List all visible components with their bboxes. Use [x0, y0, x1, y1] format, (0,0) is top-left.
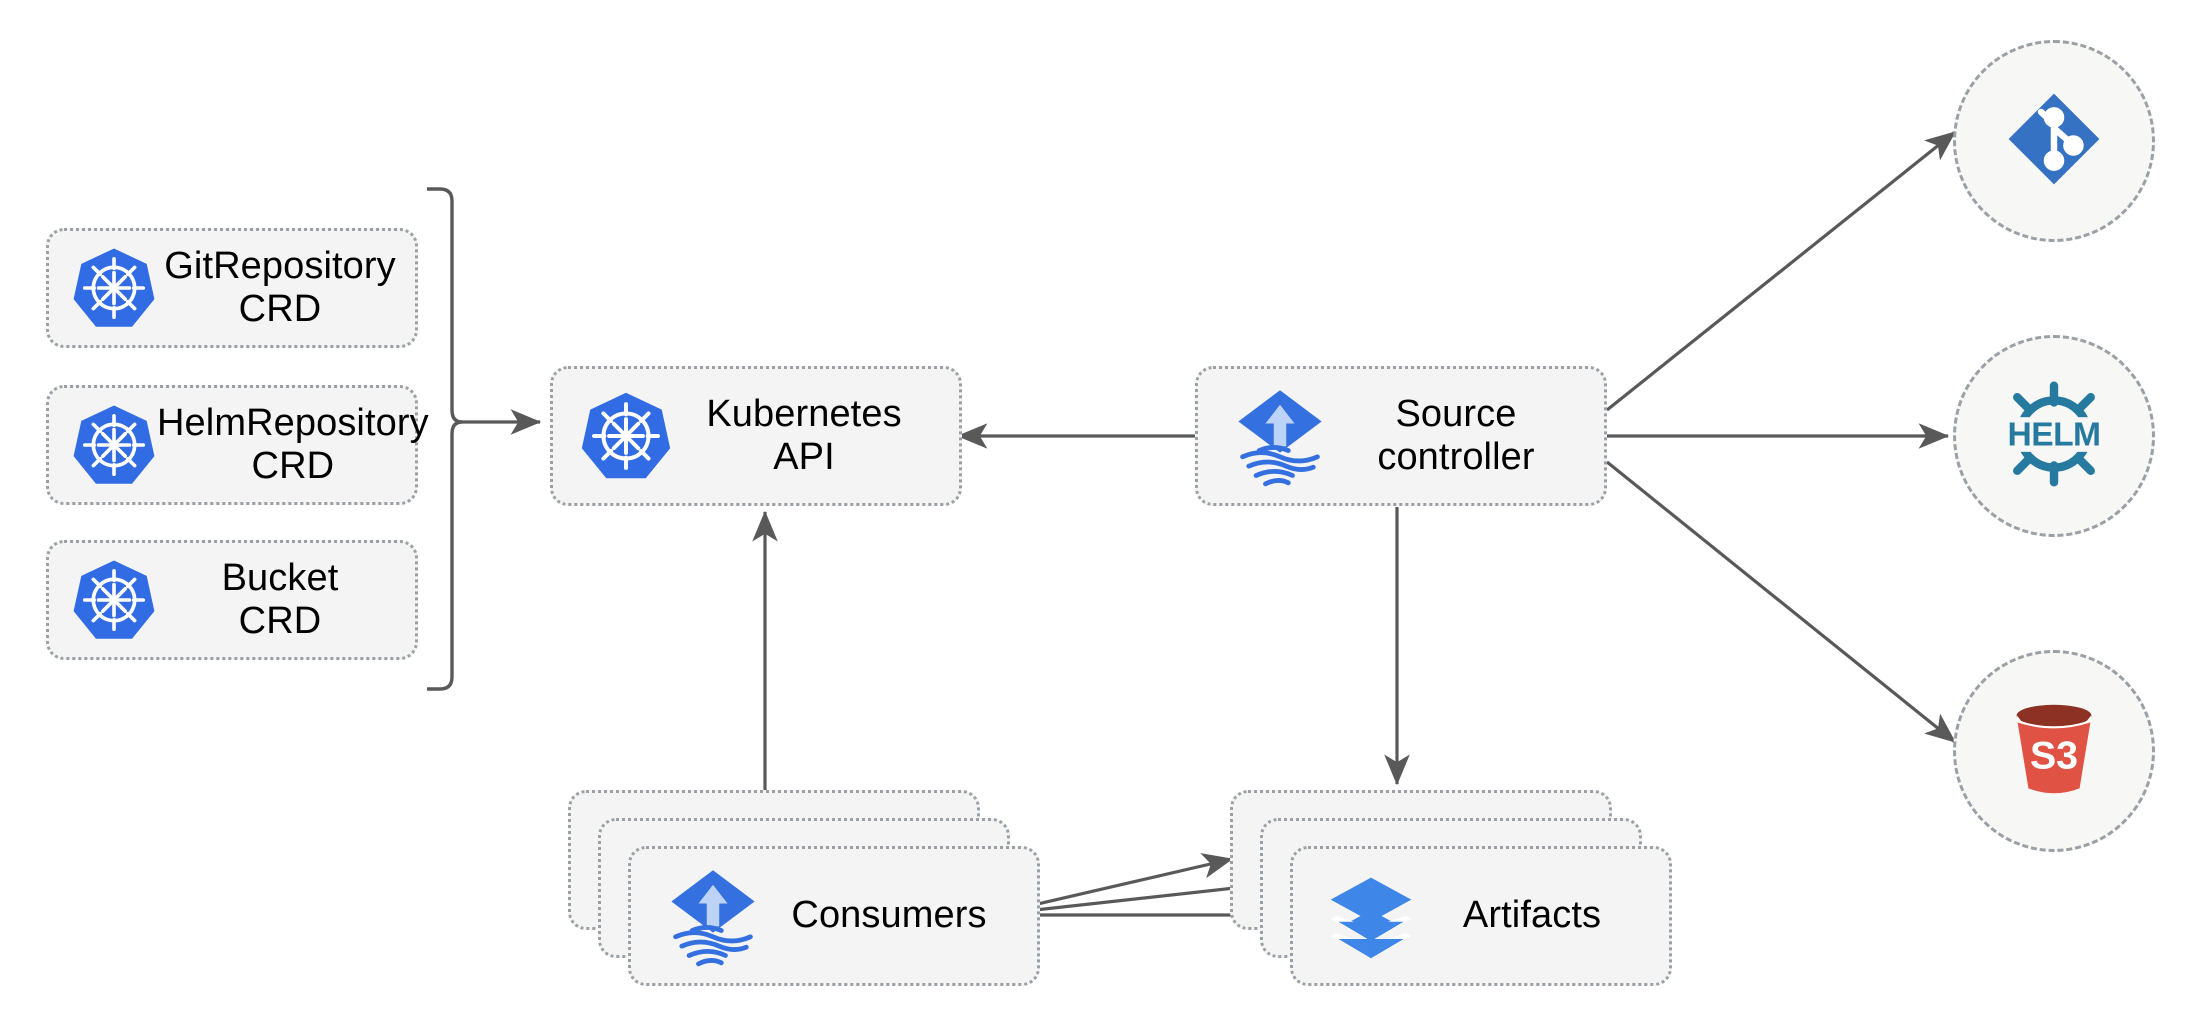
kubernetes-icon — [71, 245, 157, 331]
kubernetes-api-node[interactable]: Kubernetes API — [550, 366, 962, 506]
consumers-node[interactable]: Consumers — [628, 846, 1040, 986]
crd-label: Bucket CRD — [221, 556, 339, 642]
flux-icon — [661, 864, 765, 968]
kubernetes-icon — [71, 557, 157, 643]
s3-icon: S3 — [1995, 690, 2113, 813]
source-controller-node[interactable]: Source controller — [1195, 366, 1607, 506]
gitrepository-crd[interactable]: GitRepository CRD — [46, 228, 418, 348]
artifacts-label: Artifacts — [1462, 894, 1602, 937]
svg-text:HELM: HELM — [2007, 416, 2100, 453]
consumers-label: Consumers — [791, 894, 987, 937]
s3-source-circle[interactable]: S3 — [1953, 650, 2155, 852]
kubernetes-icon — [71, 402, 157, 488]
helmrepository-crd[interactable]: HelmRepository CRD — [46, 385, 429, 505]
crd-label: GitRepository CRD — [164, 244, 396, 330]
bucket-crd[interactable]: Bucket CRD — [46, 540, 418, 660]
helm-icon: HELM — [1991, 371, 2117, 502]
artifacts-node[interactable]: Artifacts — [1290, 846, 1672, 986]
layers-icon — [1323, 868, 1419, 964]
source-controller-label: Source controller — [1377, 392, 1535, 478]
edge-source-to-git — [1606, 130, 1957, 412]
edge-source-to-s3 — [1605, 460, 1957, 744]
flux-icon — [1228, 384, 1332, 488]
kubernetes-icon — [579, 389, 673, 483]
helm-source-circle[interactable]: HELM — [1953, 335, 2155, 537]
kubernetes-api-label: Kubernetes API — [706, 392, 902, 478]
svg-text:S3: S3 — [2030, 733, 2078, 777]
crd-label: HelmRepository CRD — [157, 401, 429, 487]
git-source-circle[interactable] — [1953, 40, 2155, 242]
git-icon — [2000, 85, 2108, 198]
